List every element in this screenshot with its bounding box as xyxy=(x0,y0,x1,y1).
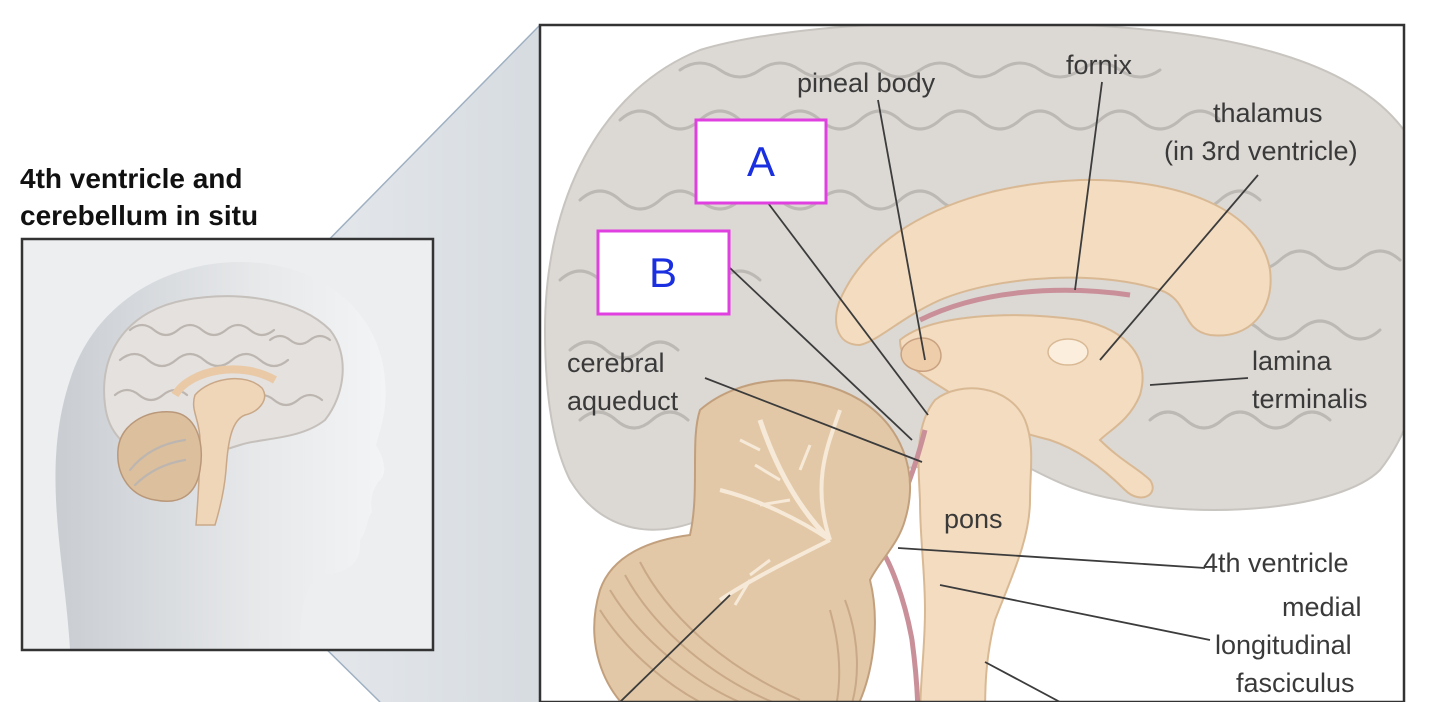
leader-cerebral-aqueduct xyxy=(704,377,923,463)
label-pons: pons xyxy=(944,504,1003,534)
leader-box-b xyxy=(729,267,913,441)
inset-corpus xyxy=(171,365,277,398)
leader-lower-cerebellum xyxy=(619,594,731,702)
corpus-callosum xyxy=(835,178,1272,347)
label-pineal-body: pineal body xyxy=(797,68,936,98)
answer-box-a-frame xyxy=(694,118,828,205)
leader-mlf xyxy=(939,584,1211,641)
anatomy-labels: pineal body fornix thalamus (in 3rd vent… xyxy=(567,50,1368,698)
label-cerebral-aqueduct-line2: aqueduct xyxy=(567,386,679,416)
inset-panel xyxy=(20,237,435,652)
label-mlf-line3: fasciculus xyxy=(1236,668,1355,698)
inset-title-line1: 4th ventricle and xyxy=(20,163,243,194)
arbor-vitae xyxy=(718,409,842,606)
leader-pineal-body xyxy=(877,99,926,361)
leader-box-a xyxy=(767,202,929,416)
label-thalamus-line1: thalamus xyxy=(1213,98,1323,128)
thalamus-adhesion xyxy=(1047,338,1089,366)
leader-fourth-ventricle xyxy=(897,547,1206,569)
pineal-shape xyxy=(900,337,942,372)
answer-box-b-letter: B xyxy=(649,249,677,296)
cerebellar-folia xyxy=(599,561,858,702)
leader-lower-stem xyxy=(984,661,1061,702)
label-mlf-line1: medial xyxy=(1282,592,1362,622)
label-fourth-ventricle: 4th ventricle xyxy=(1203,548,1349,578)
label-lamina-terminalis-line1: lamina xyxy=(1252,346,1333,376)
label-mlf-line2: longitudinal xyxy=(1215,630,1352,660)
label-cerebral-aqueduct-line1: cerebral xyxy=(567,348,665,378)
leader-lines xyxy=(619,81,1259,702)
answer-box-a-letter: A xyxy=(747,138,775,185)
answer-box-a[interactable]: A xyxy=(694,118,828,205)
label-lamina-terminalis-line2: terminalis xyxy=(1252,384,1368,414)
answer-box-b[interactable]: B xyxy=(596,229,731,316)
leader-thalamus xyxy=(1099,174,1259,361)
label-thalamus-line2: (in 3rd ventricle) xyxy=(1164,136,1358,166)
inset-title-line2: cerebellum in situ xyxy=(20,200,258,231)
cerebellum xyxy=(593,379,911,702)
label-fornix: fornix xyxy=(1066,50,1133,80)
inset-title: 4th ventricle and cerebellum in situ xyxy=(20,163,258,231)
brainstem xyxy=(917,387,1033,702)
leader-lamina-terminalis xyxy=(1149,377,1249,386)
answer-box-b-frame xyxy=(596,229,731,316)
inset-cerebellum xyxy=(117,411,202,502)
leader-fornix xyxy=(1074,81,1103,291)
fornix-band xyxy=(918,287,1131,323)
